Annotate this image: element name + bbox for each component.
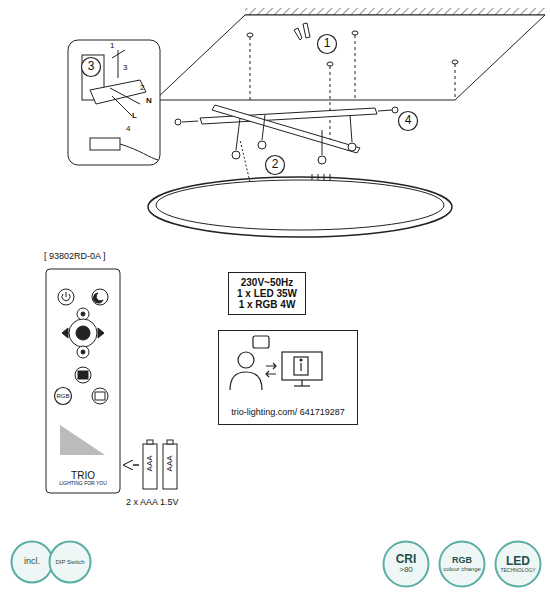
node-text: 4 [405, 114, 412, 127]
node-text: >80 [399, 566, 413, 575]
node-text: 2 [272, 158, 279, 171]
info-icons [230, 336, 322, 390]
battery: AAA [162, 440, 178, 490]
info-box: trio-lighting.com/ 641719287 [218, 330, 358, 425]
callout-number: 4 [126, 125, 130, 133]
remote-outline [45, 268, 121, 494]
badge-icon: CRI>80 [382, 540, 430, 588]
callout-number: 1 [110, 42, 114, 50]
mounting-bracket [175, 105, 398, 164]
callout-number: 3 [80, 56, 102, 78]
badge-icon: RGBcolour change [438, 540, 486, 588]
callout-number: N [146, 97, 152, 105]
callout-number: 3 [123, 64, 127, 72]
screws [175, 107, 398, 164]
remote-control: TRIOLIGHTING FOR YOU RGB [45, 268, 121, 494]
badge-icon: incl. [10, 540, 54, 584]
node-text: AAA [166, 459, 175, 471]
badge-icon: DIP Switch [48, 540, 92, 584]
node-text: trio-lighting.com/ 641719287 [231, 408, 345, 418]
spec-line: 230V~50Hz [241, 277, 294, 288]
node-text: incl. [24, 557, 40, 567]
arrow [124, 464, 139, 466]
wiring-inset [68, 40, 160, 165]
battery-note: 2 x AAA 1.5V [126, 498, 179, 507]
remote-buttons [58, 289, 108, 455]
node-text: TRIO [71, 470, 95, 481]
node-text: RGB [56, 393, 69, 400]
node-text: TECHNOLOGY [500, 568, 535, 574]
rgb-button: RGB [53, 386, 73, 406]
battery: AAA [142, 440, 158, 490]
node-text: RGB [452, 556, 472, 566]
node-text: CRI [396, 553, 417, 566]
lamp-panel [148, 140, 452, 237]
node-text: 1 [324, 37, 331, 50]
callout-number: L [132, 112, 137, 120]
callout-number: 2 [140, 84, 144, 92]
node-text: colour change [443, 566, 481, 573]
callout-number: 2 [264, 154, 286, 176]
node-text: DIP Switch [55, 559, 84, 566]
spec-line: 1 x RGB 4W [239, 299, 296, 310]
spec-box: 230V~50Hz1 x LED 35W1 x RGB 4W [228, 272, 306, 315]
callout-number: 4 [397, 110, 419, 132]
node-text: LIGHTING FOR YOU [59, 481, 107, 487]
node-text: 3 [88, 60, 95, 73]
node-text: AAA [146, 459, 155, 471]
spec-line: 1 x LED 35W [237, 288, 297, 299]
model-number: [ 93802RD-0A ] [44, 252, 106, 261]
node-text: LED [506, 555, 530, 568]
badge-icon: LEDTECHNOLOGY [494, 540, 542, 588]
callout-number: 1 [316, 33, 338, 55]
